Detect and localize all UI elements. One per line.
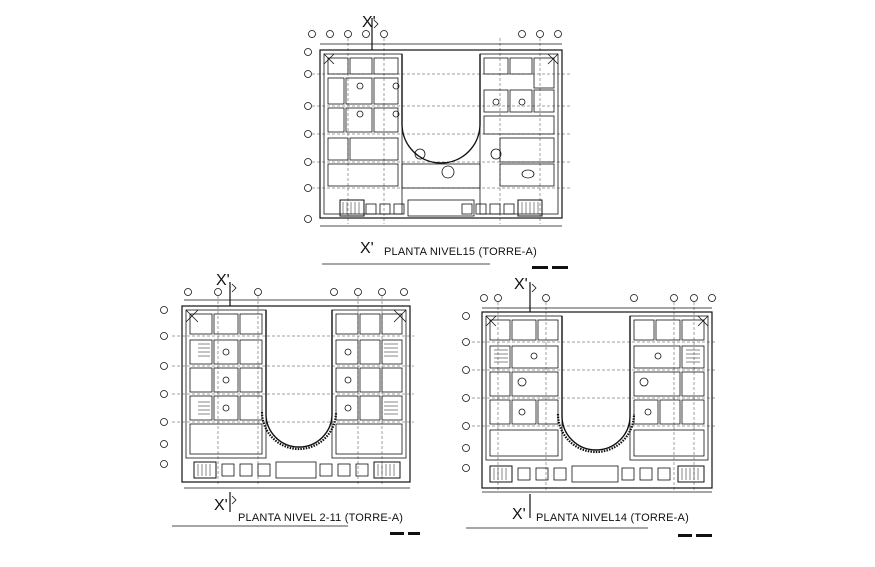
- section-mark-top-nivel14: X': [514, 276, 528, 293]
- rooms-left-wing: [489, 319, 559, 457]
- floor-plan-nivel14: [462, 282, 716, 537]
- grid-bubbles-left: [160, 306, 168, 468]
- floor-plan-nivel2-11: [160, 282, 420, 535]
- section-mark-top-nivel15: X': [362, 14, 376, 31]
- floor-plan-nivel15: [304, 18, 570, 269]
- rooms-right-wing: [335, 313, 403, 455]
- section-mark-bottom-nivel15: X': [360, 240, 374, 257]
- furniture: [356, 82, 535, 179]
- section-mark-bottom-nivel2-11: X': [214, 497, 228, 514]
- rooms-right-wing: [483, 57, 555, 187]
- rooms-right-wing: [633, 319, 705, 457]
- grid-bubbles-top: [308, 30, 562, 38]
- plan-title-nivel2-11: PLANTA NIVEL 2-11 (TORRE-A): [238, 512, 404, 524]
- bottom-strip: [489, 465, 705, 483]
- section-mark-bottom-nivel14: X': [512, 506, 526, 523]
- furniture: [517, 352, 662, 416]
- rooms-left-wing: [327, 57, 399, 187]
- rooms-left-wing: [189, 313, 263, 455]
- plan-title-nivel15: PLANTA NIVEL15 (TORRE-A): [384, 246, 537, 258]
- plan-title-nivel14: PLANTA NIVEL14 (TORRE-A): [536, 512, 689, 524]
- grid-bubbles-top: [480, 294, 716, 302]
- section-mark-top-nivel2-11: X': [216, 272, 230, 289]
- grid-bubbles-top: [184, 288, 408, 296]
- bottom-strip: [339, 199, 543, 217]
- grid-bubbles-left: [462, 312, 470, 472]
- grid-bubbles-left: [304, 48, 312, 223]
- furniture: [222, 348, 352, 412]
- bottom-strip: [193, 461, 401, 479]
